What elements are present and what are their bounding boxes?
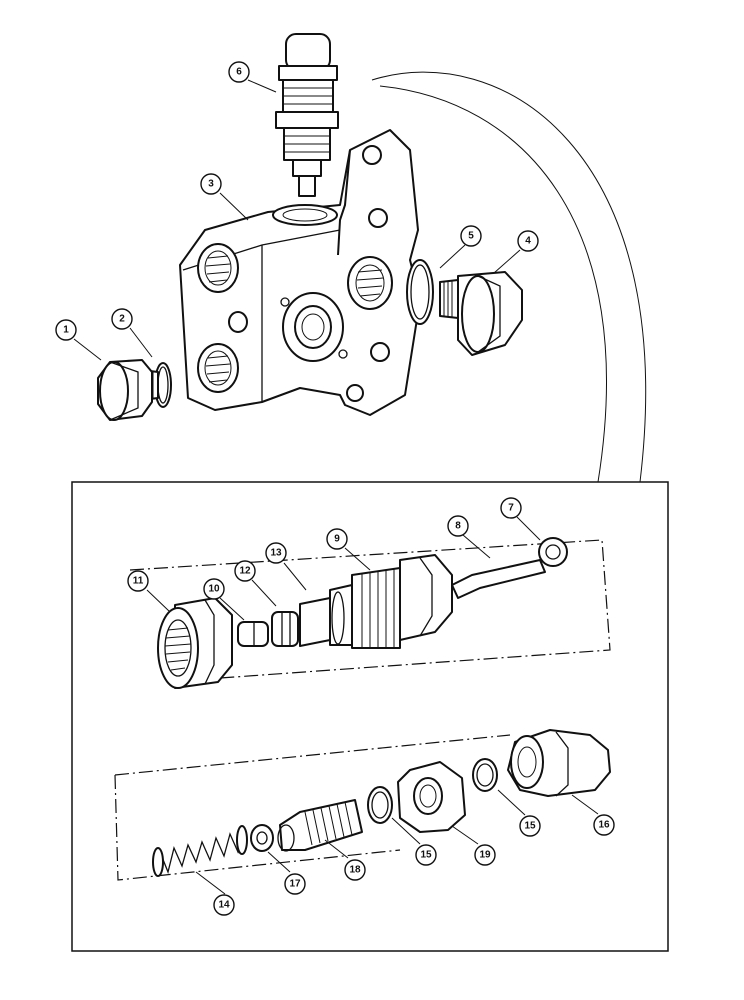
locknut-19 (397, 761, 466, 833)
svg-text:6: 6 (236, 67, 242, 78)
washer-17 (250, 824, 274, 852)
callout-16: 16 (593, 814, 615, 836)
callout-9: 9 (326, 528, 348, 550)
leader-18 (324, 839, 349, 859)
svg-text:11: 11 (133, 576, 144, 587)
leader-5 (439, 244, 466, 269)
svg-text:12: 12 (239, 566, 251, 577)
detail-frame (71, 481, 669, 952)
spring-14 (152, 825, 248, 877)
lower-group-boundary (114, 734, 511, 881)
callout-15b: 15 (519, 815, 541, 837)
leader-16 (571, 794, 599, 815)
callout-7: 7 (500, 497, 522, 519)
leader-7 (516, 516, 541, 541)
svg-text:3: 3 (208, 179, 214, 190)
ring-7 (538, 537, 568, 567)
callout-14: 14 (213, 894, 235, 916)
callout-8: 8 (447, 515, 469, 537)
svg-text:2: 2 (119, 314, 125, 325)
leader-3 (219, 192, 249, 221)
leader-12 (251, 579, 277, 607)
callout-15a: 15 (415, 844, 437, 866)
svg-text:7: 7 (508, 503, 514, 514)
callout-18: 18 (344, 859, 366, 881)
callout-3: 3 (200, 173, 222, 195)
leader-13 (283, 562, 307, 591)
svg-text:14: 14 (218, 900, 230, 911)
svg-text:8: 8 (455, 521, 461, 532)
svg-text:15: 15 (420, 850, 432, 861)
leader-9 (344, 547, 371, 571)
callout-6: 6 (228, 61, 250, 83)
leader-14 (195, 871, 226, 895)
callout-4: 4 (517, 230, 539, 252)
o-ring-15a (367, 786, 393, 824)
leader-10 (219, 597, 245, 621)
cap-16 (507, 729, 611, 797)
callout-5: 5 (460, 225, 482, 247)
detail-connector-outer (371, 71, 647, 483)
plug-right (406, 259, 523, 356)
callout-12: 12 (234, 560, 256, 582)
callout-11: 11 (127, 570, 149, 592)
adjusting-screw-18 (277, 799, 363, 852)
svg-text:17: 17 (289, 879, 301, 890)
leader-19 (451, 825, 479, 845)
leader-2 (129, 327, 153, 358)
upper-group-boundary (129, 539, 611, 683)
valve-body (179, 129, 421, 416)
svg-text:5: 5 (468, 231, 474, 242)
callout-10: 10 (203, 578, 225, 600)
svg-text:1: 1 (63, 325, 69, 336)
callout-17: 17 (284, 873, 306, 895)
detail-connector-inner (379, 85, 607, 483)
cap-nut-11 (157, 597, 233, 689)
svg-text:18: 18 (349, 865, 361, 876)
leader-1 (73, 338, 102, 361)
seat-12 (271, 611, 299, 647)
svg-text:19: 19 (479, 850, 491, 861)
leader-15b (497, 789, 526, 816)
svg-text:16: 16 (598, 820, 610, 831)
leader-15a (391, 817, 421, 845)
svg-text:9: 9 (334, 534, 340, 545)
callout-19: 19 (474, 844, 496, 866)
callout-1: 1 (55, 319, 77, 341)
leader-17 (267, 851, 291, 873)
svg-text:13: 13 (270, 548, 282, 559)
pin-8 (451, 559, 546, 599)
callout-2: 2 (111, 308, 133, 330)
svg-text:10: 10 (208, 584, 220, 595)
poppet-10 (237, 621, 269, 647)
svg-text:15: 15 (524, 821, 536, 832)
o-ring-15b (472, 758, 498, 792)
cartridge-body-9 (299, 554, 453, 649)
leader-8 (462, 534, 491, 559)
leader-11 (146, 589, 171, 613)
callout-13: 13 (265, 542, 287, 564)
plug-left (97, 359, 172, 421)
svg-text:4: 4 (525, 236, 531, 247)
leader-6 (247, 79, 277, 93)
leader-4 (493, 249, 521, 274)
relief-valve-cartridge (275, 33, 339, 197)
